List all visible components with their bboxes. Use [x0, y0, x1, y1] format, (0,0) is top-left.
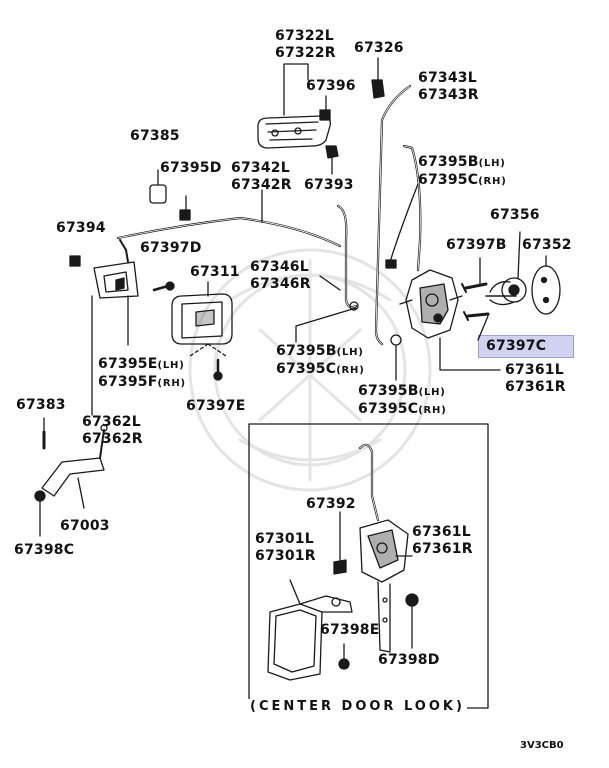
inset-frame	[248, 423, 489, 709]
label-67352: 67352	[522, 237, 572, 253]
diagram-code: 3V3CB0	[520, 740, 564, 751]
leader-67362	[91, 295, 129, 416]
striker-67356	[485, 277, 527, 306]
label-67003: 67003	[60, 518, 110, 534]
clip-67396	[319, 109, 331, 121]
label-67392: 67392	[306, 496, 356, 512]
label-67397d: 67397D	[140, 240, 202, 256]
label-67398d: 67398D	[378, 652, 440, 668]
label-67395ef: 67395E(LH) 67395F(RH)	[98, 356, 186, 390]
label-67394: 67394	[56, 220, 106, 236]
label-67396: 67396	[306, 78, 356, 94]
leader-67322	[283, 63, 309, 116]
actuator-67301	[267, 579, 353, 681]
door-check-67003	[41, 424, 108, 509]
shim-plate-67352	[531, 265, 561, 315]
inside-handle-67311	[171, 293, 233, 345]
label-67385: 67385	[130, 128, 180, 144]
label-67311: 67311	[190, 264, 240, 280]
label-67395d: 67395D	[160, 160, 222, 176]
handle-bracket	[93, 239, 139, 299]
inset-caption: (CENTER DOOR LOOK)	[248, 699, 467, 714]
label-67397b: 67397B	[446, 237, 507, 253]
label-67383: 67383	[16, 397, 66, 413]
label-67395bc-top: 67395B(LH) 67395C(RH)	[418, 154, 507, 188]
label-67356: 67356	[490, 207, 540, 223]
inset-lock-67361	[359, 519, 409, 653]
label-67398e: 67398E	[320, 622, 380, 638]
label-67395bc-low: 67395B(LH) 67395C(RH)	[358, 383, 447, 417]
highlight-67397c	[478, 335, 574, 358]
label-67395bc-mid: 67395B(LH) 67395C(RH)	[276, 343, 365, 377]
door-lock-67361	[399, 269, 463, 339]
label-67393: 67393	[304, 177, 354, 193]
watermark-emblem	[188, 248, 432, 492]
outside-handle	[257, 115, 331, 149]
leader-67361	[439, 337, 501, 371]
label-67326: 67326	[354, 40, 404, 56]
label-67397e: 67397E	[186, 398, 246, 414]
label-67398c: 67398C	[14, 542, 75, 558]
label-67397c: 67397C	[486, 338, 547, 354]
